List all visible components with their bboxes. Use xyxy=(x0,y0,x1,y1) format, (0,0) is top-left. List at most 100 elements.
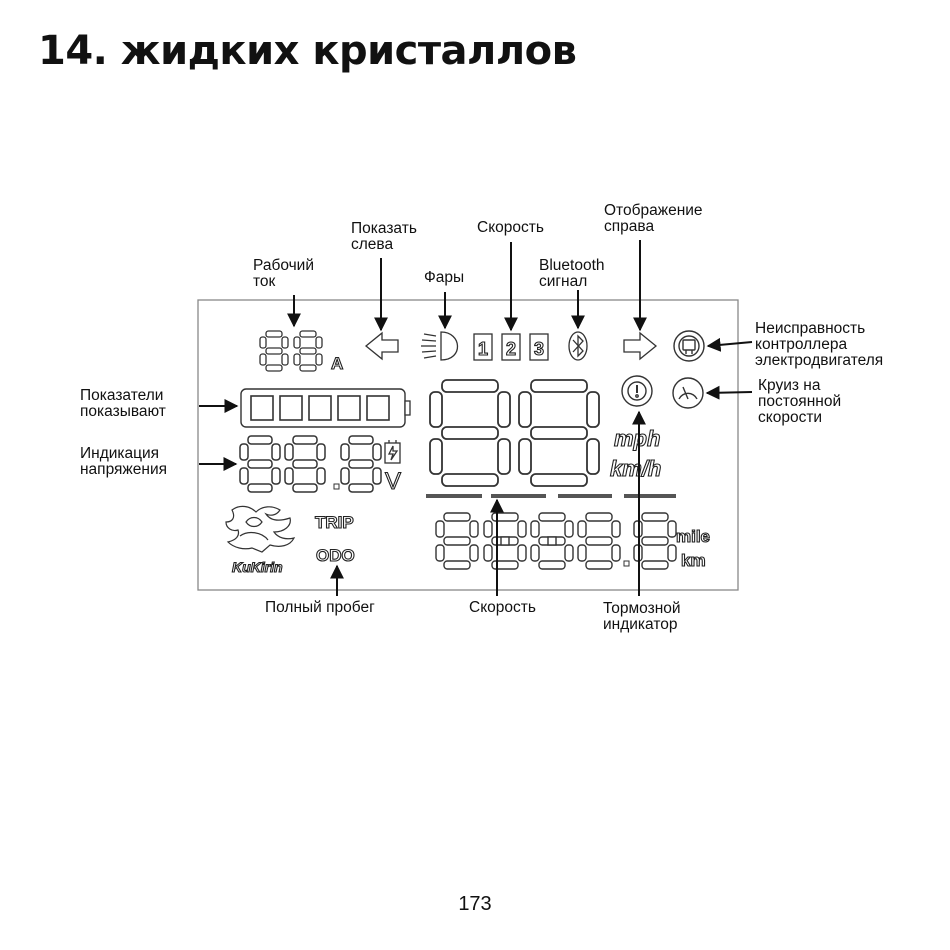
digit-segment xyxy=(299,330,317,338)
digit-segment xyxy=(483,544,493,562)
digit-segment xyxy=(259,353,267,366)
page-heading: 14. жидких кристаллов xyxy=(38,28,577,74)
battery-cell xyxy=(279,395,303,421)
headlight-icon xyxy=(421,331,459,361)
digit-segment xyxy=(348,483,374,493)
digit-segment xyxy=(497,391,511,428)
kukirin-logo-text: KuKirin xyxy=(232,559,283,575)
trip-label: TRIP xyxy=(315,513,354,532)
digit-segment xyxy=(586,391,600,428)
lcd-panel-frame xyxy=(197,299,739,591)
digit-segment xyxy=(491,512,519,522)
digit-segment xyxy=(517,544,527,562)
digit-segment xyxy=(517,520,527,538)
label-speed-top: Скорость xyxy=(477,219,544,236)
label-motor-fault: Неисправность контроллера электродвигате… xyxy=(755,320,884,369)
digit-segment xyxy=(469,544,479,562)
digit-segment xyxy=(483,520,493,538)
digit-segment xyxy=(577,544,587,562)
digit-segment xyxy=(340,443,350,461)
digit-segment xyxy=(667,544,677,562)
digit-segment xyxy=(585,560,613,570)
callout-lines xyxy=(199,240,753,596)
digit-segment xyxy=(641,536,669,546)
gear-box-1 xyxy=(473,333,493,361)
digit-segment xyxy=(518,438,532,475)
battery-icon xyxy=(240,388,411,428)
digit-segment xyxy=(299,364,317,372)
digit-segment xyxy=(271,443,281,461)
digit-segment xyxy=(667,520,677,538)
unit-mile: mile xyxy=(676,527,710,546)
digit-segment xyxy=(247,459,273,469)
digit-segment xyxy=(641,560,669,570)
digit-segment xyxy=(259,336,267,349)
digit-segment xyxy=(293,336,301,349)
digit-segment xyxy=(265,347,283,355)
battery-cell xyxy=(308,395,332,421)
gear-label-2: 2 xyxy=(506,339,516,359)
gear-indicators: 1 2 3 xyxy=(473,333,549,361)
digit-segment xyxy=(372,443,382,461)
digit-segment xyxy=(530,473,588,487)
bluetooth-icon xyxy=(568,331,588,361)
digit-segment xyxy=(518,391,532,428)
digit-segment xyxy=(239,443,249,461)
digit-segment xyxy=(443,536,471,546)
digit-segment xyxy=(265,330,283,338)
digit-segment xyxy=(340,467,350,485)
digit-segment xyxy=(293,353,301,366)
digit-segment xyxy=(530,426,588,440)
digit-segment xyxy=(281,353,289,366)
digit-segment xyxy=(292,459,318,469)
voltage-battery-icon xyxy=(384,440,401,464)
mileage-decimal-point xyxy=(623,560,630,567)
label-voltage: Индикация напряжения xyxy=(80,445,168,478)
digit-segment xyxy=(586,438,600,475)
odo-label: ODO xyxy=(316,546,355,565)
digit-segment xyxy=(429,438,443,475)
label-show-left: Показать слева xyxy=(351,220,417,253)
digit-segment xyxy=(530,544,540,562)
digit-segment xyxy=(564,520,574,538)
voltage-decimal-point xyxy=(333,483,340,490)
battery-cell xyxy=(337,395,361,421)
digit-segment xyxy=(315,336,323,349)
digit-segment xyxy=(292,435,318,445)
label-battery-indicators: Показатели показывают xyxy=(80,387,166,420)
digit-segment xyxy=(497,438,511,475)
right-arrow-icon xyxy=(623,331,658,361)
digit-segment xyxy=(585,512,613,522)
unit-km: km xyxy=(681,551,706,570)
digit-segment xyxy=(239,467,249,485)
gear-box-2 xyxy=(501,333,521,361)
kukirin-logo xyxy=(225,505,296,553)
digit-segment xyxy=(538,512,566,522)
page-number: 173 xyxy=(458,893,492,915)
digit-segment xyxy=(429,391,443,428)
digit-segment xyxy=(585,536,613,546)
current-digits xyxy=(259,330,323,372)
digit-segment xyxy=(316,467,326,485)
digit-segment xyxy=(491,560,519,570)
cruise-icon xyxy=(672,377,704,409)
gear-label-1: 1 xyxy=(478,339,488,359)
digit-segment xyxy=(443,512,471,522)
digit-segment xyxy=(265,364,283,372)
digit-segment xyxy=(247,435,273,445)
battery-segments xyxy=(250,395,390,421)
digit-segment xyxy=(271,467,281,485)
label-total-mileage: Полный пробег xyxy=(265,599,375,616)
digit-segment xyxy=(641,512,669,522)
digit-segment xyxy=(315,353,323,366)
digit-segment xyxy=(284,467,294,485)
digit-segment xyxy=(441,473,499,487)
digit-segment xyxy=(284,443,294,461)
voltage-digits xyxy=(239,435,382,493)
digit-segment xyxy=(348,459,374,469)
digit-dot xyxy=(500,536,510,546)
digit-segment xyxy=(372,467,382,485)
label-bluetooth: Bluetooth сигнал xyxy=(539,257,605,290)
digit-segment xyxy=(530,379,588,393)
digit-segment xyxy=(611,544,621,562)
